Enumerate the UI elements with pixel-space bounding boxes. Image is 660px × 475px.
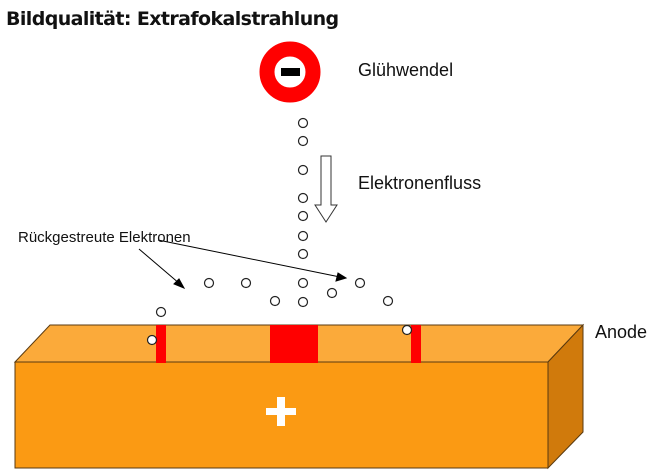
backscatter-label: Rückgestreute Elektronen [18, 229, 191, 246]
focal-spot [270, 325, 318, 363]
extrafocal-spot-right [411, 325, 421, 363]
electron-flow-arrow [314, 155, 338, 223]
electrons [146, 117, 413, 346]
page-title: Bildqualität: Extrafokalstrahlung [6, 8, 339, 30]
plus-icon [266, 397, 296, 426]
electron-flow-label: Elektronenfluss [358, 173, 482, 193]
anode-block [13, 323, 585, 470]
extrafocal-spot-left [156, 325, 166, 363]
pointer-arrows [138, 239, 348, 289]
filament-label: Glühwendel [358, 60, 454, 80]
minus-icon [281, 68, 300, 76]
filament [259, 41, 321, 103]
anode-label: Anode [595, 322, 648, 342]
